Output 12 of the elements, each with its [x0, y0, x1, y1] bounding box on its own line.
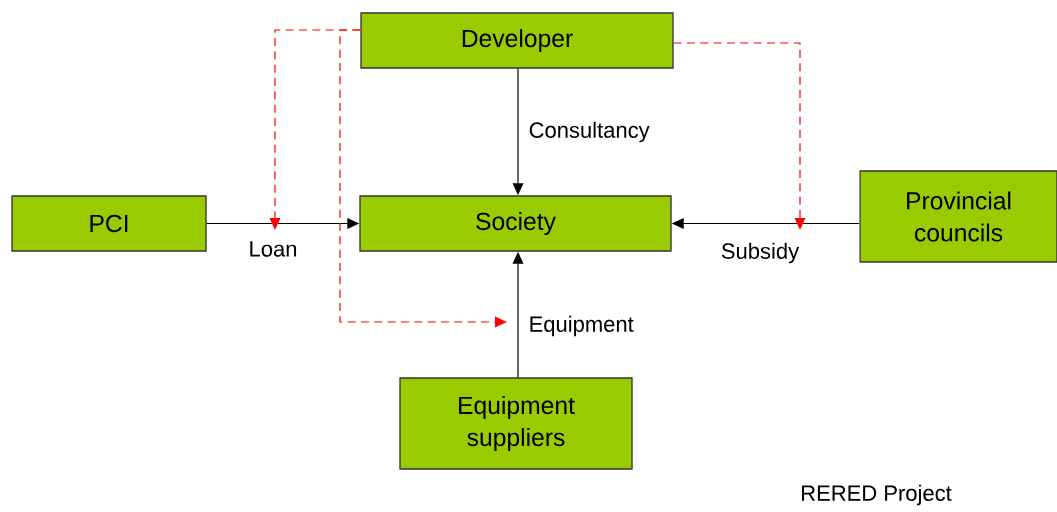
edge-label: Equipment — [527, 314, 636, 338]
process-box: Society — [359, 195, 672, 252]
edge-label: Subsidy — [719, 241, 801, 265]
edge-label: Loan — [247, 240, 299, 258]
process-box: PCI — [11, 195, 207, 252]
edge-label: Consultancy — [527, 120, 651, 144]
process-box: Equipment suppliers — [399, 377, 633, 470]
note-text: RERED Project — [802, 484, 952, 506]
process-box: Provincial councils — [859, 170, 1057, 263]
arrow — [673, 42, 806, 230]
arrow — [339, 29, 507, 328]
process-box: Developer — [360, 12, 674, 69]
